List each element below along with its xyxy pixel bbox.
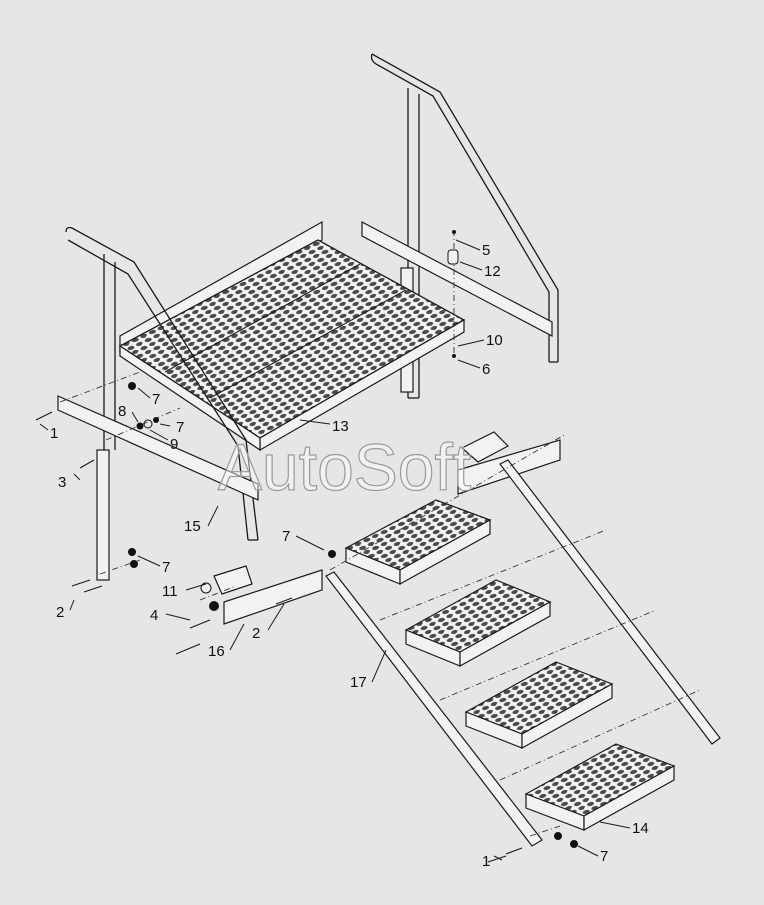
callout-3: 3 — [58, 474, 66, 491]
fasteners — [35, 230, 578, 863]
callout-1: 1 — [50, 425, 58, 442]
callout-2: 2 — [252, 625, 260, 642]
callout-13: 13 — [332, 418, 349, 435]
callout-16: 16 — [208, 643, 225, 660]
callout-7: 7 — [152, 391, 160, 408]
callout-2: 2 — [56, 604, 64, 621]
callout-8: 8 — [118, 403, 126, 420]
callout-7: 7 — [600, 848, 608, 865]
callout-7: 7 — [282, 528, 290, 545]
callout-7: 7 — [162, 559, 170, 576]
callout-6: 6 — [482, 361, 490, 378]
callout-9: 9 — [170, 436, 178, 453]
callout-11: 11 — [162, 583, 178, 600]
callout-15: 15 — [184, 518, 201, 535]
callout-1: 1 — [482, 853, 490, 870]
front-side-bar — [57, 395, 259, 581]
callout-numbers: 5 12 10 6 7 8 7 9 1 13 3 15 7 7 2 11 4 2… — [50, 242, 649, 870]
lower-bracket-16 — [213, 565, 323, 625]
stair-treads — [344, 499, 676, 832]
callout-14: 14 — [632, 820, 649, 837]
autosoft-watermark: AutoSoft — [218, 430, 471, 504]
callout-10: 10 — [486, 332, 503, 349]
stair-stringers — [325, 459, 721, 847]
callout-7: 7 — [176, 419, 184, 436]
callout-5: 5 — [482, 242, 490, 259]
callout-17: 17 — [350, 674, 367, 691]
callout-leaders — [39, 239, 631, 861]
callout-4: 4 — [150, 607, 158, 624]
callout-12: 12 — [484, 263, 501, 280]
